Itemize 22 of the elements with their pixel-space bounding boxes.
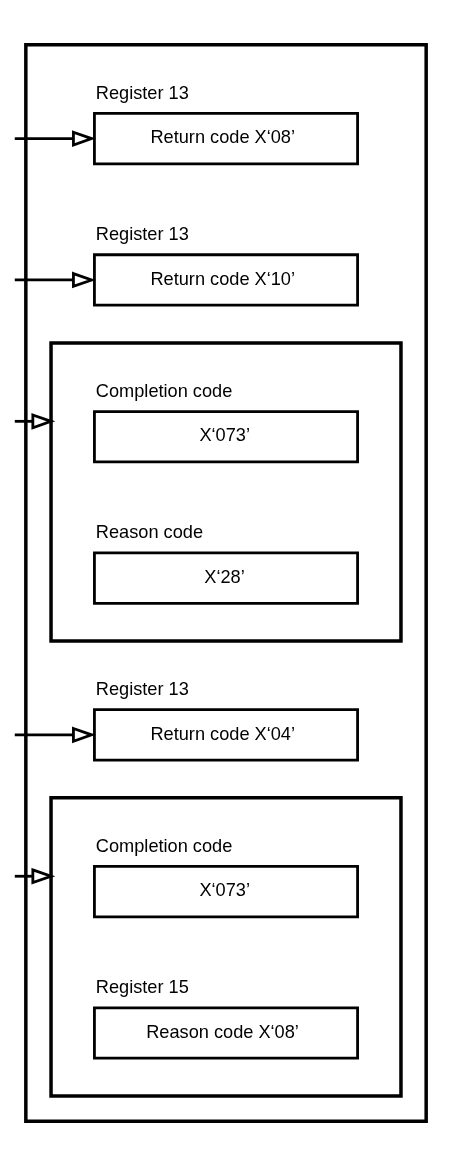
node-label: Register 15 xyxy=(95,976,189,997)
node-box: X‘28’ xyxy=(93,551,359,605)
cluster xyxy=(24,43,428,1123)
node-label: Completion code xyxy=(95,835,233,856)
node-box: Return code X‘04’ xyxy=(93,708,359,762)
node-label: Register 13 xyxy=(95,223,189,244)
node-label: Reason code xyxy=(95,522,204,543)
node-box: X‘073’ xyxy=(93,410,359,464)
arrow xyxy=(14,413,56,430)
arrow xyxy=(14,130,96,147)
node-label: Register 13 xyxy=(95,82,189,103)
node-box: X‘073’ xyxy=(93,865,359,919)
cluster xyxy=(49,796,403,1098)
arrow xyxy=(14,867,56,885)
arrow xyxy=(14,726,96,744)
node-box: Return code X‘10’ xyxy=(93,253,359,307)
node-label: Register 13 xyxy=(95,678,189,699)
arrow xyxy=(14,271,96,289)
node-box: Reason code X‘08’ xyxy=(93,1006,359,1060)
node-label: Completion code xyxy=(95,380,233,401)
node-box: Return code X‘08’ xyxy=(93,111,359,166)
cluster xyxy=(49,341,403,643)
